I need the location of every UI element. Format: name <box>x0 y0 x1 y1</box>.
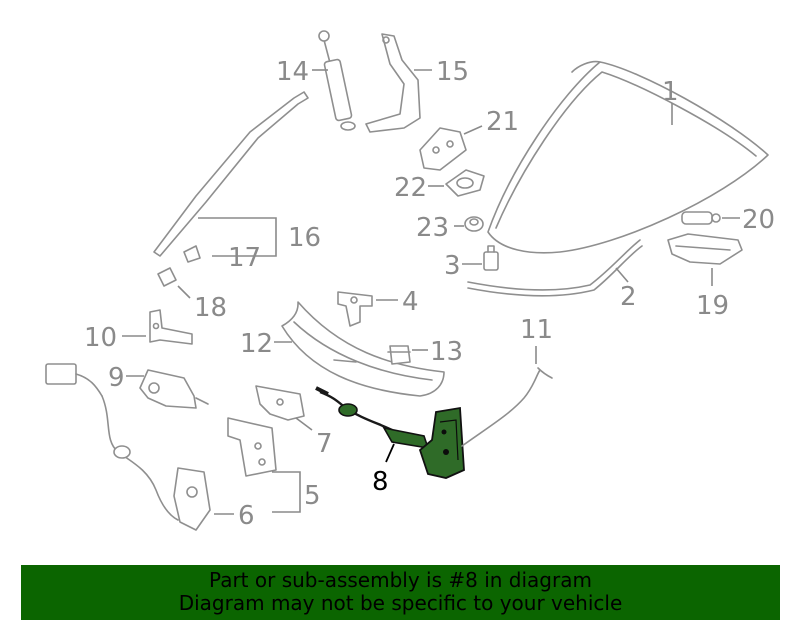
callout-9: 9 <box>108 363 125 393</box>
callout-4: 4 <box>402 287 419 317</box>
callout-11: 11 <box>520 315 553 345</box>
callout-3: 3 <box>444 251 461 281</box>
callout-6: 6 <box>238 501 255 531</box>
callout-17: 17 <box>228 243 261 273</box>
leader-21 <box>463 125 483 135</box>
callout-19: 19 <box>696 291 729 321</box>
callout-23: 23 <box>416 213 449 243</box>
banner-line-1: Part or sub-assembly is #8 in diagram <box>209 568 592 592</box>
part-14-strut <box>318 30 356 131</box>
parts-diagram: 1 2 3 4 5 7 6 <box>45 30 775 531</box>
part-17-clip <box>183 245 201 263</box>
callout-16: 16 <box>288 223 321 253</box>
part-22-gasket <box>445 169 485 197</box>
part-5-latch-bracket <box>227 417 277 477</box>
part-9-switch <box>139 369 209 409</box>
callout-2: 2 <box>620 282 637 312</box>
part-12-crossbrace <box>281 301 445 397</box>
part-18-pad <box>157 267 177 287</box>
part-10-bracket <box>149 309 193 345</box>
callout-21: 21 <box>486 107 519 137</box>
callout-20: 20 <box>742 205 775 235</box>
callout-22: 22 <box>394 173 427 203</box>
part-3-bumper <box>483 245 499 271</box>
part-15-hinge <box>365 33 421 133</box>
part-1-hood <box>487 60 769 254</box>
callout-14: 14 <box>276 57 309 87</box>
callout-1: 1 <box>662 77 679 107</box>
leader-5 <box>272 471 301 513</box>
leader-2 <box>615 267 629 283</box>
callout-5: 5 <box>304 481 321 511</box>
part-2-seal <box>467 239 643 297</box>
part-4-bracket <box>337 291 373 327</box>
callout-18: 18 <box>194 293 227 323</box>
part-21-cover <box>419 127 467 171</box>
part-6-latch <box>45 363 211 531</box>
part-20-sensor <box>681 211 721 225</box>
callout-12: 12 <box>240 329 273 359</box>
callout-15: 15 <box>436 57 469 87</box>
callout-7: 7 <box>316 429 333 459</box>
part-23-grommet <box>464 216 484 232</box>
leader-7 <box>295 417 313 431</box>
info-banner: Part or sub-assembly is #8 in diagram Di… <box>21 565 780 620</box>
callout-10: 10 <box>84 323 117 353</box>
callout-8: 8 <box>372 467 389 497</box>
leader-18 <box>177 285 191 299</box>
callout-13: 13 <box>430 337 463 367</box>
banner-line-2: Diagram may not be specific to your vehi… <box>178 591 623 615</box>
part-7-plate <box>255 385 305 421</box>
part-8-release-assembly <box>315 386 465 479</box>
part-13-clip <box>387 345 411 365</box>
leader-16 <box>198 217 277 257</box>
leader-8 <box>385 443 395 463</box>
part-16-strip <box>153 91 309 257</box>
part-11-cable <box>461 367 553 447</box>
part-19-lamp <box>667 233 743 265</box>
